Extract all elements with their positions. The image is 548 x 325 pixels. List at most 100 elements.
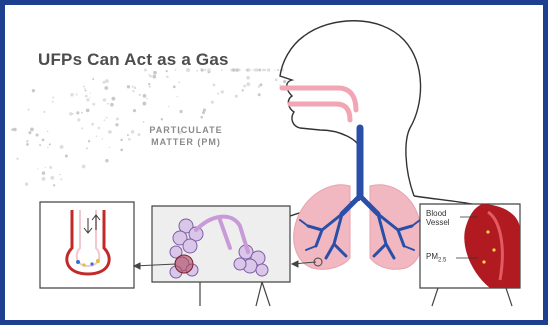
particle — [264, 69, 266, 71]
particle — [90, 92, 91, 93]
particulate-matter-label: PARTICULATE MATTER (PM) — [128, 124, 244, 148]
pm-label-line2: MATTER (PM) — [128, 136, 244, 148]
particle — [13, 128, 17, 132]
particle — [258, 93, 261, 96]
particle — [91, 123, 94, 126]
particle — [43, 111, 45, 113]
particle — [259, 83, 262, 86]
particle — [59, 174, 60, 175]
particle — [85, 95, 88, 98]
particle — [196, 70, 198, 72]
particle — [70, 93, 74, 97]
particle — [148, 83, 150, 85]
particle — [60, 145, 64, 149]
particle — [133, 109, 136, 112]
particle — [30, 128, 34, 132]
particle — [65, 154, 68, 157]
particle — [110, 103, 114, 107]
particle — [120, 139, 122, 141]
particle — [81, 127, 83, 129]
blood-vessel-label-line1: Blood — [426, 209, 460, 218]
particle — [246, 82, 250, 86]
particle — [161, 118, 163, 120]
particle — [213, 83, 216, 86]
particle — [200, 116, 203, 119]
left-lung — [294, 185, 350, 270]
particle — [217, 93, 219, 95]
particle — [36, 133, 39, 136]
particle — [166, 70, 168, 72]
particle — [39, 144, 41, 146]
particle — [88, 140, 90, 142]
particle — [86, 109, 90, 113]
particle — [103, 81, 106, 84]
particle — [275, 78, 278, 81]
particle — [115, 123, 118, 126]
particle — [132, 90, 134, 92]
pm25-label-main: PM — [426, 252, 438, 261]
particle — [85, 89, 87, 91]
particle — [116, 118, 119, 121]
particle — [89, 97, 90, 98]
particle — [47, 131, 48, 132]
particle — [221, 90, 224, 93]
particle — [153, 71, 157, 75]
particle — [283, 80, 286, 83]
particle — [76, 93, 78, 95]
particle — [52, 101, 54, 103]
pm25-label-sub: 2.5 — [438, 258, 446, 264]
particle — [98, 127, 101, 130]
particle — [168, 106, 169, 107]
particle — [149, 75, 152, 78]
particle — [274, 69, 275, 70]
particle — [92, 103, 95, 106]
particle — [76, 111, 79, 114]
blood-vessel-label-line2: Vessel — [426, 218, 460, 227]
particle — [102, 138, 103, 139]
particle — [104, 119, 106, 121]
particle — [82, 165, 86, 169]
particle — [42, 171, 45, 174]
particle — [83, 86, 85, 88]
particle — [81, 112, 83, 114]
particle — [142, 102, 146, 106]
particle — [28, 131, 31, 134]
particle — [109, 147, 110, 148]
particle — [166, 76, 169, 79]
particle — [180, 110, 183, 113]
particle — [267, 68, 270, 71]
particle — [96, 135, 98, 137]
particle — [112, 97, 116, 101]
particle — [60, 178, 62, 180]
particle — [245, 69, 247, 71]
particle — [86, 148, 88, 150]
particle — [92, 78, 94, 80]
particle — [84, 87, 86, 89]
particle — [107, 103, 109, 105]
particle — [235, 95, 238, 98]
particle — [243, 85, 246, 88]
pm25-label: PM2.5 — [426, 252, 446, 264]
particle — [146, 98, 148, 100]
particle — [104, 86, 108, 90]
blood-vessel-label: Blood Vessel — [426, 209, 460, 227]
particle — [108, 130, 112, 134]
particle — [50, 176, 54, 180]
particle — [120, 149, 123, 152]
particle — [25, 182, 29, 186]
particle — [258, 69, 261, 72]
particle — [248, 69, 251, 72]
particle — [277, 69, 279, 71]
particle — [232, 68, 235, 71]
particle — [16, 158, 18, 160]
particle — [105, 159, 108, 162]
particle — [149, 86, 151, 88]
particle — [103, 98, 106, 101]
particle — [132, 86, 134, 88]
particle — [28, 109, 30, 111]
particle — [252, 69, 253, 70]
diagram-title: UFPs Can Act as a Gas — [38, 50, 229, 70]
particle — [105, 79, 109, 83]
particle — [173, 86, 176, 89]
particle — [42, 177, 46, 181]
